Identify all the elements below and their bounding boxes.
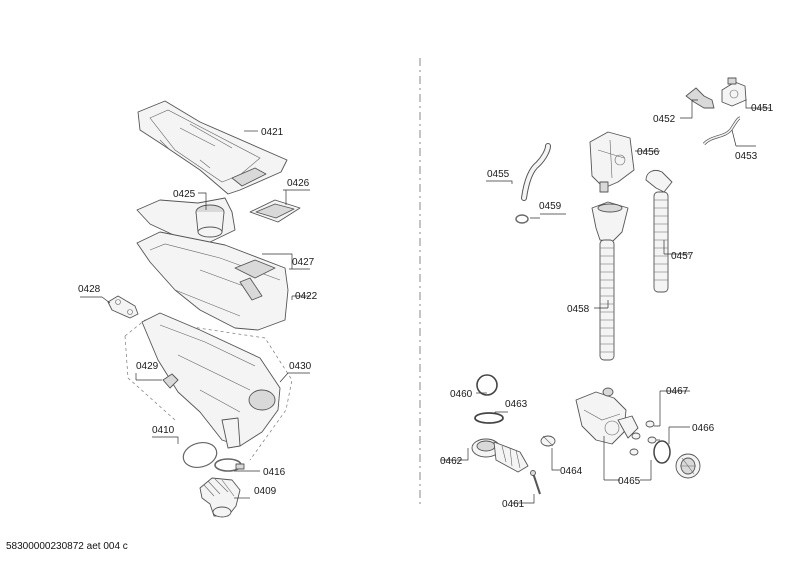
part-0426-drawing: [249, 199, 301, 223]
label-0409: 0409: [254, 486, 277, 497]
part-0409-drawing: [199, 477, 241, 518]
label-0461: 0461: [502, 499, 525, 510]
label-0421: 0421: [261, 127, 284, 138]
label-0464: 0464: [560, 466, 583, 477]
label-0416: 0416: [263, 467, 286, 478]
label-0458: 0458: [567, 304, 590, 315]
label-0429: 0429: [136, 361, 159, 372]
part-0429-drawing: [162, 373, 179, 389]
part-0455-drawing: [521, 143, 551, 201]
label-0426: 0426: [287, 178, 310, 189]
part-0460-drawing: [476, 374, 498, 396]
label-0463: 0463: [505, 399, 528, 410]
label-0467: 0467: [666, 386, 689, 397]
label-0457: 0457: [671, 251, 694, 262]
label-0427: 0427: [292, 257, 315, 268]
label-0410: 0410: [152, 425, 175, 436]
part-0463-drawing: [474, 412, 504, 424]
label-0459: 0459: [539, 201, 562, 212]
part-0428-drawing: [107, 295, 139, 319]
label-0462: 0462: [440, 456, 463, 467]
label-0460: 0460: [450, 389, 473, 400]
part-0466-drawing: [653, 440, 701, 479]
document-footer-code: 58300000230872 aet 004 c: [6, 541, 128, 552]
part-0421-drawing: [137, 100, 288, 195]
label-0465: 0465: [618, 476, 641, 487]
part-0456-drawing: [589, 131, 635, 193]
leader-lines: [80, 99, 770, 504]
part-0464-drawing: [540, 435, 556, 447]
part-0452-drawing: [685, 87, 715, 109]
label-0451: 0451: [751, 103, 774, 114]
part-0410-drawing: [182, 442, 218, 468]
label-0425: 0425: [173, 189, 196, 200]
label-0422: 0422: [295, 291, 318, 302]
part-0465-drawing: [575, 387, 639, 445]
label-0452: 0452: [653, 114, 676, 125]
part-0422-drawing: [136, 231, 289, 331]
part-0430-drawing: [141, 312, 281, 449]
assembly-outline: [124, 319, 293, 461]
part-0451-drawing: [721, 77, 747, 107]
label-0456: 0456: [637, 147, 660, 158]
label-0453: 0453: [735, 151, 758, 162]
part-0458-drawing: [591, 201, 629, 361]
part-0457-drawing: [645, 169, 673, 293]
part-0459-drawing: [515, 214, 529, 224]
part-0425-drawing: [136, 197, 236, 245]
label-0428: 0428: [78, 284, 101, 295]
label-0430: 0430: [289, 361, 312, 372]
part-0461-drawing: [530, 470, 541, 495]
part-0416-drawing: [214, 458, 245, 472]
part-0462-drawing: [471, 438, 529, 473]
label-0466: 0466: [692, 423, 715, 434]
label-0455: 0455: [487, 169, 510, 180]
part-0453-drawing: [702, 116, 741, 146]
